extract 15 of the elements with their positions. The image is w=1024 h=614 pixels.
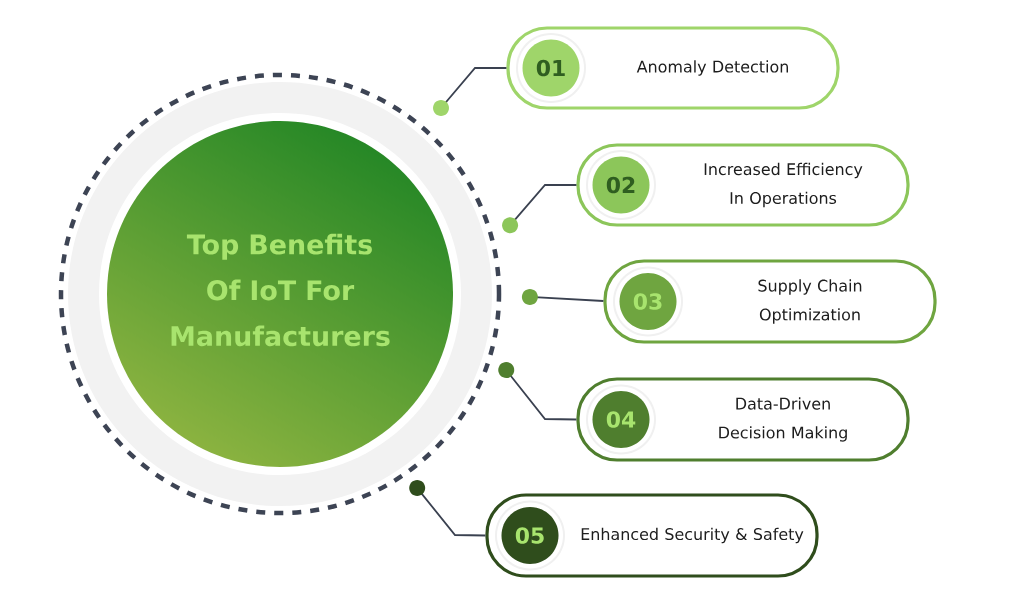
benefit-label: Supply Chain Optimization: [758, 279, 862, 324]
number-badge: 04: [586, 384, 656, 455]
connector-line: [498, 362, 578, 421]
benefit-label: Data-Driven Decision Making: [719, 397, 847, 442]
number-badge: 02: [586, 150, 656, 220]
benefit-label: Enhanced Security & Safety: [581, 527, 804, 544]
connector-line: [433, 67, 508, 116]
connector-line: [409, 480, 487, 537]
benefit-label: Increased Efficiency In Operations: [704, 162, 863, 208]
benefit-label: Anomaly Detection: [636, 60, 788, 76]
number-badge: 03: [613, 266, 683, 337]
number-badge: 05: [495, 500, 565, 571]
connector-line: [521, 288, 605, 305]
number-badge: 01: [516, 33, 586, 103]
connector-line: [502, 184, 578, 234]
